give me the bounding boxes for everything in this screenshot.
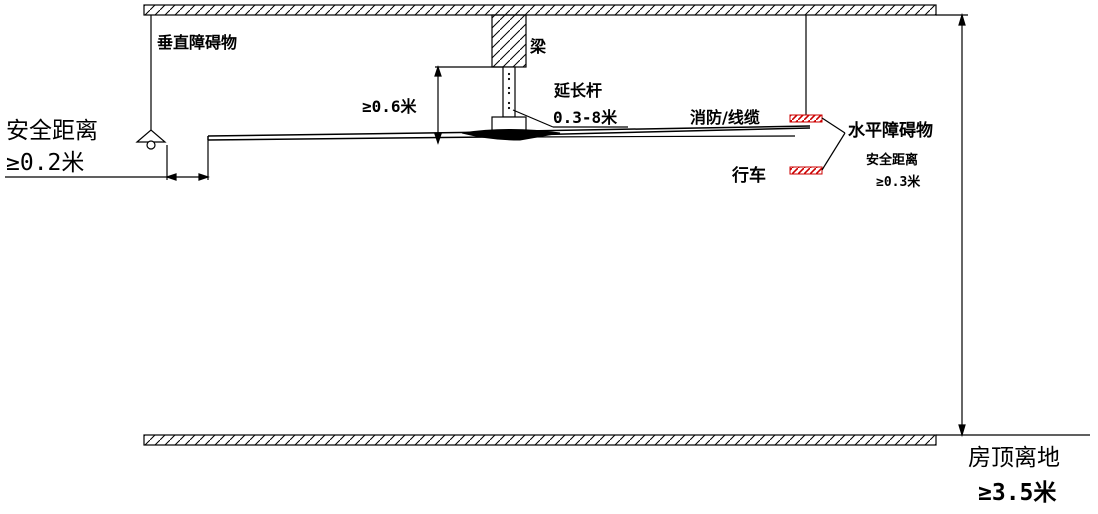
extension-rod-label: 延长杆 [553,81,602,100]
beam [491,14,527,68]
left-safe-distance-dimension [5,140,210,181]
vertical-obstacle-lamp [135,15,167,150]
right-safe-distance-label: 安全距离 [866,152,918,168]
gap-06-label: ≥0.6米 [362,97,418,116]
beam-label: 梁 [529,37,547,56]
extension-range-label: 0.3-8米 [553,108,618,127]
height-35-label: ≥3.5米 [978,480,1057,506]
left-safe-distance-label: 安全距离 [6,118,98,144]
gap-06-dimension [434,65,503,145]
floor-slab [143,434,937,446]
fan-blades [207,125,811,141]
vertical-obstacle-label: 垂直障碍物 [157,33,237,52]
crane-label: 行车 [731,165,766,186]
rod-holes [507,72,511,110]
horizontal-obstacle-leaders [821,117,846,171]
room-height-label: 房顶离地 [968,445,1060,471]
fire-cable-marker [789,114,823,123]
extension-rod-leader [512,109,628,128]
room-height-dimension [936,12,1090,438]
gap-03-label: ≥0.3米 [876,174,921,190]
fan-motor [491,116,527,132]
crane-marker [789,166,823,175]
ceiling-slab [143,4,937,16]
gap-02-label: ≥0.2米 [6,150,84,176]
horizontal-obstacle-label: 水平障碍物 [848,120,933,141]
fire-cable-label: 消防/线缆 [690,108,760,127]
